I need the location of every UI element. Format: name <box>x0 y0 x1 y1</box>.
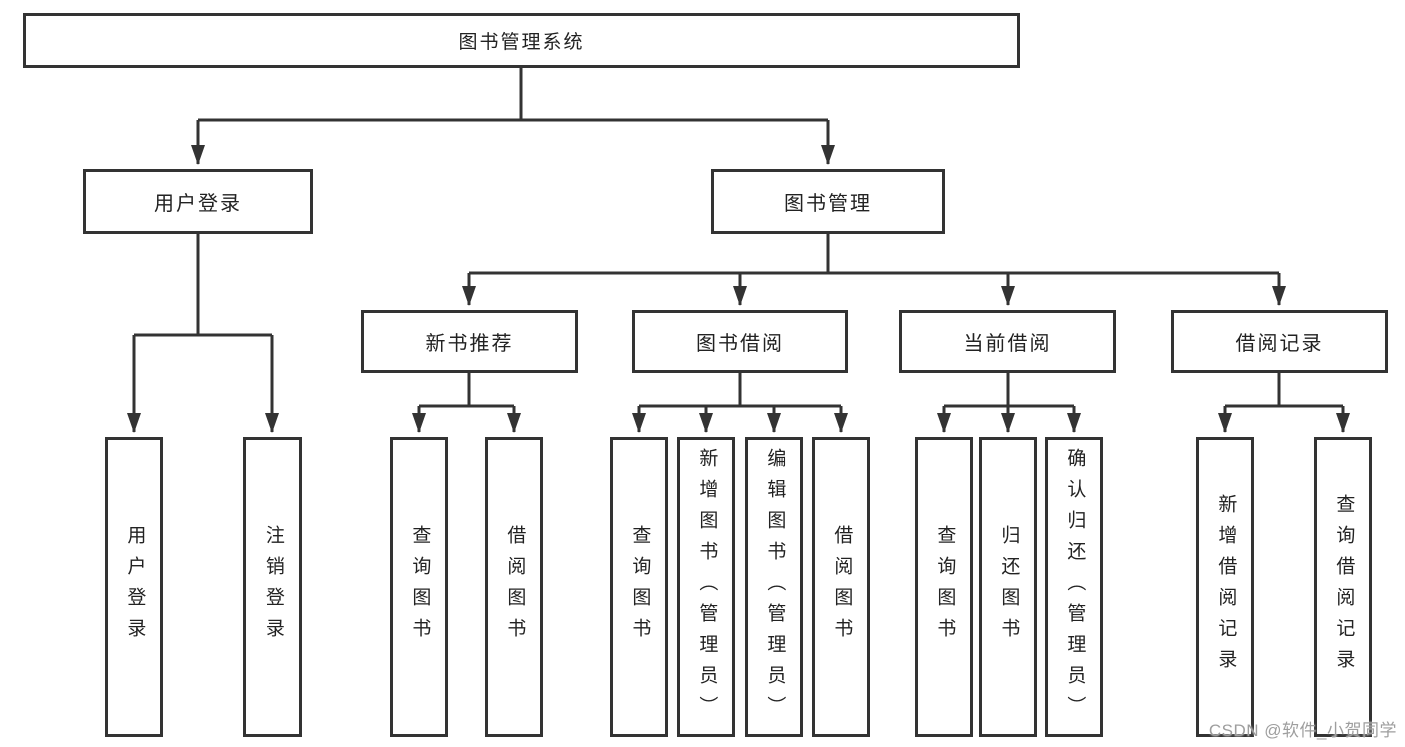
leaf-user-login-label: 用户登录 <box>124 525 146 649</box>
csdn-watermark: CSDN @软件_小贺同学 <box>1208 721 1397 740</box>
node-borrowing-records: 借阅记录 <box>1171 310 1388 373</box>
leaf-query-borrow-record-label: 查询借阅记录 <box>1333 494 1355 680</box>
leaf-query-books-borrow-label: 查询图书 <box>629 525 651 649</box>
node-book-management: 图书管理 <box>711 169 945 234</box>
leaf-borrow-books-label: 借阅图书 <box>831 525 853 649</box>
leaf-return-books: 归还图书 <box>979 437 1037 737</box>
leaf-edit-books-admin-label: 编辑图书（管理员） <box>764 447 786 727</box>
leaf-query-books-recommend-label: 查询图书 <box>409 525 431 649</box>
leaf-borrow-books-recommend-label: 借阅图书 <box>504 525 526 649</box>
leaf-add-books-admin: 新增图书（管理员） <box>677 437 735 737</box>
leaf-borrow-books: 借阅图书 <box>812 437 870 737</box>
leaf-query-borrow-record: 查询借阅记录 <box>1314 437 1372 737</box>
leaf-query-books-recommend: 查询图书 <box>390 437 448 737</box>
leaf-return-books-label: 归还图书 <box>998 525 1020 649</box>
leaf-query-books-current: 查询图书 <box>915 437 973 737</box>
leaf-logout: 注销登录 <box>243 437 302 737</box>
leaf-borrow-books-recommend: 借阅图书 <box>485 437 543 737</box>
leaf-edit-books-admin: 编辑图书（管理员） <box>745 437 803 737</box>
node-book-borrowing: 图书借阅 <box>632 310 848 373</box>
leaf-add-borrow-record: 新增借阅记录 <box>1196 437 1254 737</box>
leaf-user-login: 用户登录 <box>105 437 163 737</box>
node-library-management-system: 图书管理系统 <box>23 13 1020 68</box>
node-new-book-recommendation: 新书推荐 <box>361 310 578 373</box>
leaf-logout-label: 注销登录 <box>262 525 284 649</box>
leaf-query-books-borrow: 查询图书 <box>610 437 668 737</box>
node-current-borrowing: 当前借阅 <box>899 310 1116 373</box>
leaf-confirm-return-admin: 确认归还（管理员） <box>1045 437 1103 737</box>
leaf-add-books-admin-label: 新增图书（管理员） <box>696 447 718 727</box>
leaf-add-borrow-record-label: 新增借阅记录 <box>1215 494 1237 680</box>
leaf-query-books-current-label: 查询图书 <box>934 525 956 649</box>
leaf-confirm-return-admin-label: 确认归还（管理员） <box>1064 447 1086 727</box>
node-user-login: 用户登录 <box>83 169 313 234</box>
